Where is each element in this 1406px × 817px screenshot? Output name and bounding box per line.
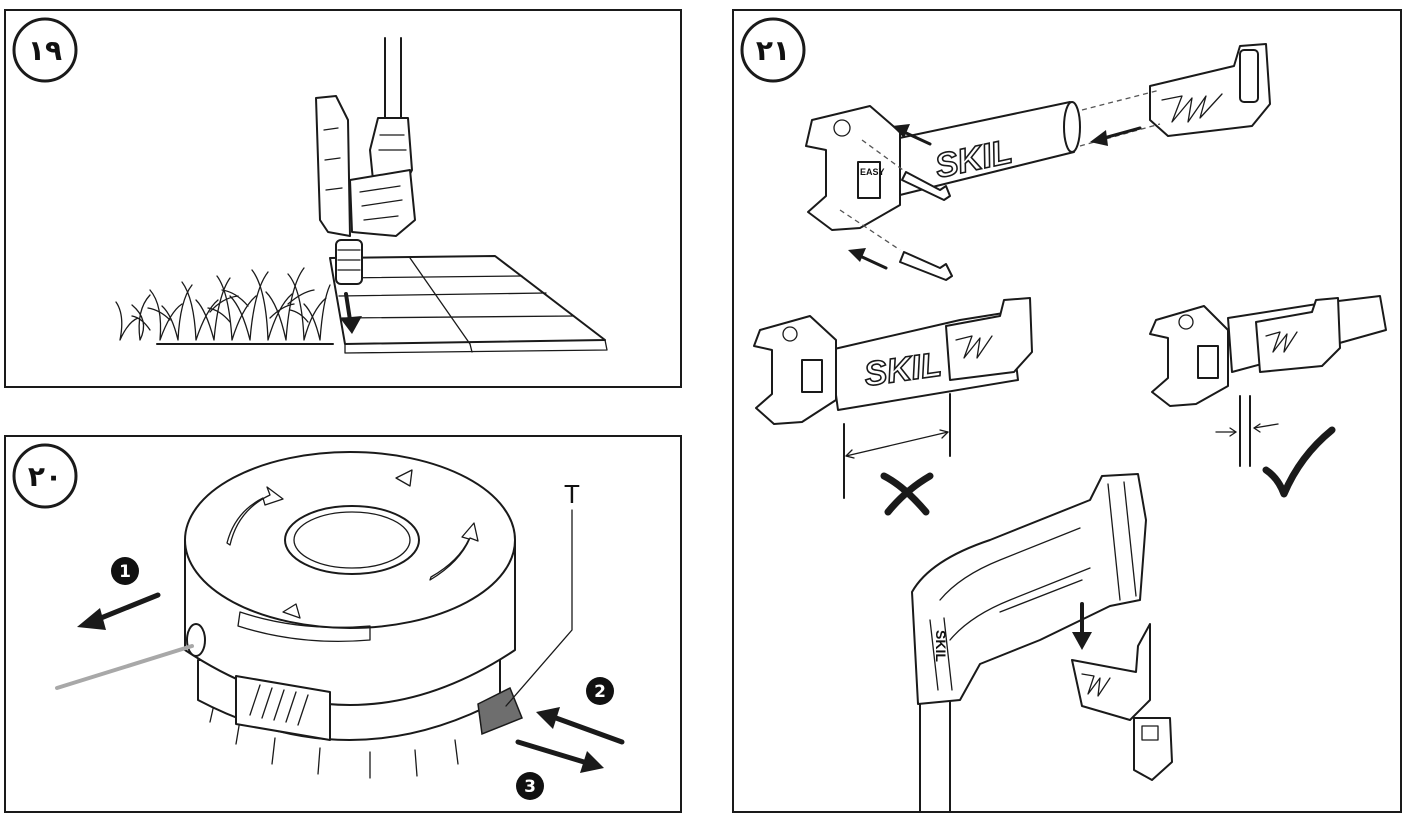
guard-wrong: SKIL bbox=[753, 297, 1033, 516]
guard-correct bbox=[1149, 295, 1387, 498]
callout-t-label: T bbox=[564, 479, 580, 509]
step-3: 3 bbox=[515, 739, 604, 800]
clip-label-top: EASY bbox=[860, 167, 885, 177]
trimmer-line bbox=[55, 644, 194, 690]
grass bbox=[115, 267, 331, 341]
arrow-icon bbox=[1090, 126, 1142, 146]
check-icon bbox=[1262, 426, 1336, 498]
panel-21-badge: ٢١ bbox=[740, 17, 806, 83]
callout-t: T bbox=[505, 479, 580, 707]
panel-20-badge: ٢٠ bbox=[12, 443, 78, 509]
cross-icon bbox=[880, 472, 934, 516]
step-1: 1 bbox=[77, 557, 161, 630]
step-2-label: 2 bbox=[594, 682, 606, 702]
arrow-icon bbox=[515, 739, 604, 773]
arrow-icon bbox=[892, 124, 932, 146]
arrow-icon bbox=[536, 707, 625, 745]
trimmer-edging bbox=[315, 37, 416, 285]
brand-logo-bottom: SKIL bbox=[933, 630, 949, 662]
arrow-icon bbox=[1072, 602, 1092, 650]
step-1-label: 1 bbox=[119, 562, 131, 582]
arrow-icon bbox=[77, 592, 161, 630]
panel-19-badge: ١٩ bbox=[12, 17, 78, 83]
step-3-label: 3 bbox=[524, 777, 536, 797]
panel-21-number: ٢١ bbox=[756, 34, 790, 67]
panel-21: ٢١ SKIL EASY bbox=[732, 9, 1402, 813]
trimmer-motor-head: SKIL bbox=[911, 473, 1173, 813]
panel-20: ٢٠ bbox=[4, 435, 682, 813]
step-2: 2 bbox=[536, 677, 625, 745]
panel-19: ١٩ bbox=[4, 9, 682, 388]
guard-exploded: SKIL EASY bbox=[805, 43, 1271, 281]
panel-20-number: ٢٠ bbox=[28, 460, 62, 493]
brand-logo-wrong: SKIL bbox=[862, 346, 944, 394]
panel-19-number: ١٩ bbox=[28, 34, 62, 67]
arrow-icon bbox=[340, 292, 362, 334]
pavement bbox=[329, 255, 608, 354]
arrow-icon bbox=[848, 248, 888, 270]
